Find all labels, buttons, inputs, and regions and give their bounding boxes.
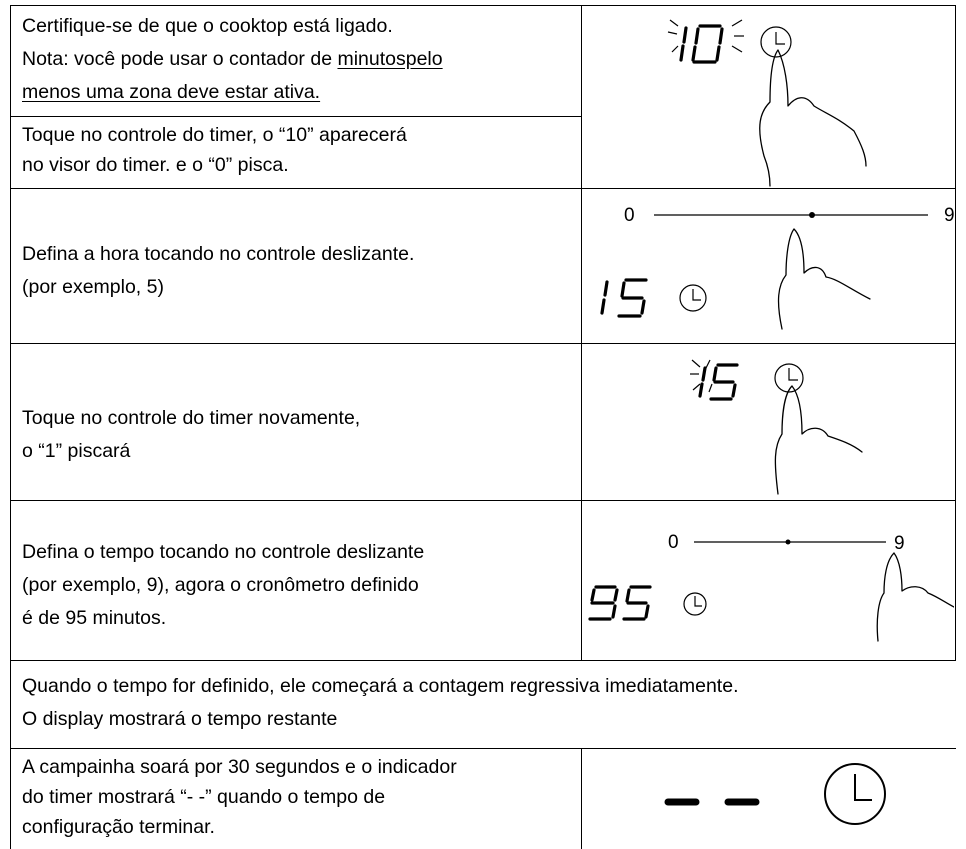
clock-icon xyxy=(824,763,886,825)
row2-line1: Toque no controle do timer, o “10” apare… xyxy=(22,124,407,146)
seven-seg-digit-1 xyxy=(679,26,688,62)
row2-line2: no visor do timer. e o “0” pisca. xyxy=(22,154,289,176)
seven-seg-digit-5 xyxy=(622,585,652,621)
row3-line1: Defina a hora tocando no controle desliz… xyxy=(22,243,415,265)
column-divider-bottom xyxy=(581,748,582,849)
column-divider xyxy=(581,5,582,660)
row1-link-part2[interactable]: menos uma zona deve estar ativa. xyxy=(22,81,321,103)
blink-rays-icon xyxy=(667,19,744,53)
row5-line2: (por exemplo, 9), agora o cronômetro def… xyxy=(22,574,419,596)
slider-max-label: 9 xyxy=(894,533,905,554)
table-border-right xyxy=(955,5,956,660)
figure-timer-10-svg xyxy=(667,19,867,187)
row6-line1: Quando o tempo for definido, ele começar… xyxy=(22,675,739,697)
seven-seg-digit-5 xyxy=(709,363,739,401)
row5-text: Defina o tempo tocando no controle desli… xyxy=(22,536,424,635)
seven-seg-digit-1 xyxy=(698,366,707,398)
row-divider-2 xyxy=(10,188,956,189)
figure-timer-10 xyxy=(582,6,954,187)
pointing-hand-icon xyxy=(777,228,871,330)
table-border-left xyxy=(10,5,11,849)
figure-slider-95: 0 9 xyxy=(582,501,954,659)
slider-min-label: 0 xyxy=(668,532,679,553)
pointing-hand-icon xyxy=(774,385,863,495)
row5-line3: é de 95 minutos. xyxy=(22,607,167,629)
clock-icon xyxy=(683,592,707,616)
pointing-hand-icon xyxy=(876,552,954,642)
seven-seg-digit-0 xyxy=(691,24,724,64)
row7-line2: do timer mostrará “- -” quando o tempo d… xyxy=(22,786,386,808)
pointing-hand-icon xyxy=(759,49,867,187)
figure-timer-15-svg xyxy=(690,359,863,495)
row2-text: Toque no controle do timer, o “10” apare… xyxy=(22,120,407,180)
row-divider-6 xyxy=(10,748,956,749)
table-border-top xyxy=(10,5,956,6)
row-divider-4 xyxy=(10,500,956,501)
figure-timer-15-blink xyxy=(582,344,954,499)
blink-rays-icon xyxy=(690,359,713,393)
seven-seg-digit-9 xyxy=(588,585,619,621)
row1-line2: Nota: você pode usar o contador de minut… xyxy=(22,43,443,76)
row6-line2: O display mostrará o tempo restante xyxy=(22,708,338,730)
row4-line1: Toque no controle do timer novamente, xyxy=(22,407,361,429)
row1-line1: Certifique-se de que o cooktop está liga… xyxy=(22,15,393,37)
row5-line1: Defina o tempo tocando no controle desli… xyxy=(22,541,425,563)
seven-seg-digit-5 xyxy=(617,278,648,318)
figure-timer-finished-svg xyxy=(664,763,886,825)
figure-slider-95-svg: 0 9 xyxy=(588,532,954,642)
row3-text: Defina a hora tocando no controle desliz… xyxy=(22,238,414,304)
slider-min-label: 0 xyxy=(624,205,635,226)
row-divider-1 xyxy=(10,116,581,117)
row4-line2: o “1” piscará xyxy=(22,440,131,462)
figure-timer-finished xyxy=(582,749,954,849)
slider-max-label: 9 xyxy=(944,205,954,226)
slider-thumb xyxy=(809,212,815,218)
row4-text: Toque no controle do timer novamente, o … xyxy=(22,402,360,468)
figure-slider-15: 0 9 xyxy=(582,189,954,342)
row-divider-3 xyxy=(10,343,956,344)
row-divider-5 xyxy=(10,660,956,661)
row3-line2: (por exemplo, 5) xyxy=(22,276,164,298)
clock-icon xyxy=(774,363,804,393)
figure-slider-15-svg: 0 9 xyxy=(600,205,954,330)
row1-line2-prefix: Nota: você pode usar o contador de xyxy=(22,48,338,70)
clock-icon xyxy=(679,284,707,312)
slider-thumb xyxy=(785,539,791,545)
row7-text: A campainha soará por 30 segundos e o in… xyxy=(22,752,457,842)
row7-line3: configuração terminar. xyxy=(22,816,215,838)
row6-text: Quando o tempo for definido, ele começar… xyxy=(22,670,738,736)
row1-text: Certifique-se de que o cooktop está liga… xyxy=(22,10,443,109)
row1-link-part1[interactable]: minutospelo xyxy=(337,48,443,70)
seven-seg-digit-1 xyxy=(600,280,609,315)
clock-icon xyxy=(760,26,792,58)
row7-line1: A campainha soará por 30 segundos e o in… xyxy=(22,756,457,778)
